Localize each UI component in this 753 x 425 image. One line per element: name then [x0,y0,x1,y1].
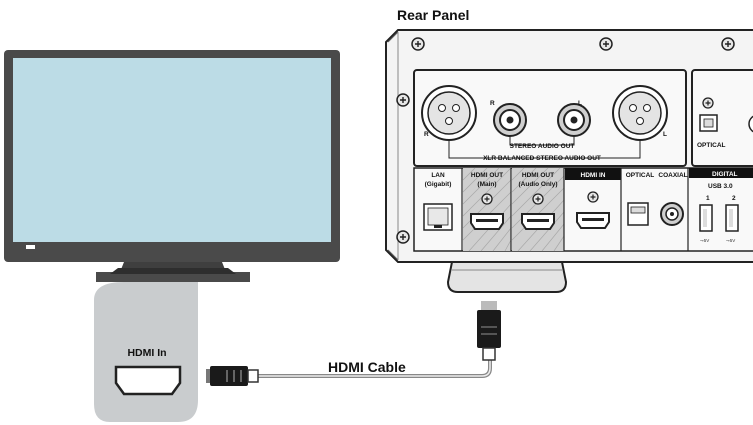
usb-ports: DIGITAL USB 3.0 1 2 ⊸5V ⊸5V [689,168,753,243]
tv-side-hdmi-plug [206,366,259,386]
tv-hdmi-port [114,365,182,396]
rear-panel: R R L L STEREO AUDIO OUT XLR BALANCED S [385,29,753,293]
tv-power-led [26,245,35,249]
usb-port-1-label: 1 [706,195,710,202]
panel-screws [396,37,735,244]
digital-label: DIGITAL [712,171,738,178]
svg-text:⊸5V: ⊸5V [700,238,709,243]
tv-stand-base-top [110,268,236,274]
panel-foot [446,261,568,293]
tv-screen [13,58,331,242]
hdmi-out-main-sub-label: (Main) [477,181,496,188]
hdmi-in-port: HDMI IN [565,168,622,251]
xlr-r-connector [421,85,477,141]
hdmi-out-audio-sub-label: (Audio Only) [519,181,558,188]
optical-coaxial-ports: OPTICAL COAXIAL [626,168,689,251]
tv: HDMI In [4,50,340,422]
stereo-audio-out-label: STEREO AUDIO OUT [510,143,575,150]
hdmi-cable: HDMI Cable [206,301,501,386]
player-side-hdmi-plug [477,301,501,361]
svg-text:⊸5V: ⊸5V [726,238,735,243]
hdmi-cable-label: HDMI Cable [328,359,406,375]
hdmi-out-main-label: HDMI OUT [471,172,503,179]
hdmi-out-audio-port: HDMI OUT (Audio Only) [511,167,565,252]
audio-section [413,69,687,167]
rear-panel-title: Rear Panel [397,7,469,23]
xlr-balanced-out-label: XLR BALANCED STEREO AUDIO OUT [483,155,601,162]
xlr-r-label: R [424,131,429,138]
tv-hdmi-in-label: HDMI In [127,347,166,359]
hdmi-in-label: HDMI IN [581,172,606,179]
usb-label: USB 3.0 [708,183,733,190]
digital-section [691,69,753,167]
rca-l-label: L [578,100,582,107]
usb-port-2-label: 2 [732,195,736,202]
rca-l-connector [557,103,591,137]
xlr-l-label: L [663,131,667,138]
lan-port: LAN (Gigabit) [423,168,463,251]
lan-sub-label: (Gigabit) [425,181,452,188]
rca-r-connector [493,103,527,137]
hdmi-out-audio-label: HDMI OUT [522,172,554,179]
xlr-l-connector [612,85,668,141]
tv-stand-base [96,272,250,282]
hdmi-out-main-port: HDMI OUT (Main) [462,167,512,252]
lan-label: LAN [431,172,445,179]
right-optical-label: OPTICAL [697,142,726,149]
rca-r-label: R [490,100,495,107]
coaxial-label: COAXIAL [658,172,687,179]
optical-label: OPTICAL [626,172,655,179]
